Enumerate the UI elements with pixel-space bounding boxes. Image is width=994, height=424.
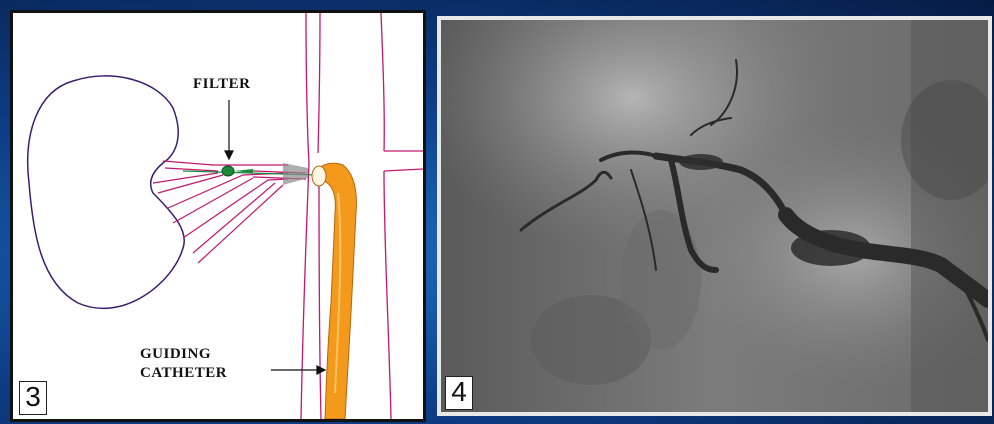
guiding-label-line1: GUIDING [140, 345, 227, 364]
contrast-bulb-2 [679, 154, 723, 170]
stenosis-shading [283, 163, 308, 185]
guiding-catheter-label: GUIDING CATHETER [140, 345, 227, 383]
filter-arrow [225, 100, 233, 159]
panel-number-4: 4 [445, 376, 473, 410]
illustration-panel: FILTER GUIDING CATHETER 3 [10, 10, 426, 422]
angiogram-panel: 4 [437, 16, 992, 416]
guiding-label-line2: CATHETER [140, 364, 227, 383]
filter-label: FILTER [193, 75, 250, 94]
angiogram-image [441, 20, 988, 412]
panel-number-3: 3 [19, 381, 47, 415]
main-vessel-lines [301, 13, 423, 419]
catheter-arrow [271, 366, 325, 374]
contrast-bulb [791, 230, 871, 266]
